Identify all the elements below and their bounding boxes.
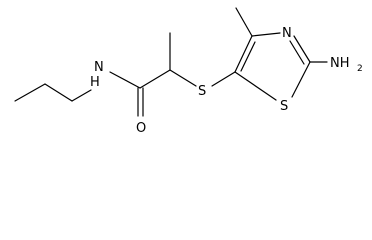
bond-alpha-sulfur bbox=[169, 69, 197, 87]
atom-label-ring-sulfur: S bbox=[280, 99, 288, 114]
bond-ring-s1-c5 bbox=[234, 71, 277, 101]
atom-label-amino-nh: NH bbox=[330, 56, 350, 71]
bond-propyl-c1-n bbox=[71, 89, 92, 102]
bond-ring-n3-c2-1 bbox=[293, 35, 311, 63]
atom-label-ring-nitrogen: N bbox=[282, 26, 292, 41]
atom-label-nh-h: H bbox=[90, 75, 100, 90]
bond-ring-c5-c4 bbox=[234, 35, 253, 73]
atom-label-amino-subscript: 2 bbox=[357, 64, 363, 74]
bond-ring-c4-n3 bbox=[251, 32, 281, 37]
bond-n-carbonyl bbox=[109, 71, 141, 89]
bond-ring-c2-s1 bbox=[291, 61, 311, 98]
bond-propyl-c2-c1 bbox=[44, 83, 73, 102]
bond-ring-n3-c2-2 bbox=[289, 40, 305, 65]
atom-label-thioether-sulfur: S bbox=[198, 84, 206, 99]
bond-propyl-c3-c2 bbox=[14, 83, 46, 102]
bond-c4-methyl bbox=[235, 7, 253, 37]
bond-ring-c5-c4-inner bbox=[240, 41, 256, 72]
bond-carbonyl-alpha-carbon bbox=[139, 69, 171, 89]
atom-label-oxygen: O bbox=[136, 121, 146, 136]
atom-label-nh-n: N bbox=[94, 60, 104, 75]
chemical-structure-diagram: N H O S N S NH 2 bbox=[14, 7, 363, 136]
bond-sulfur-c5 bbox=[211, 71, 236, 87]
